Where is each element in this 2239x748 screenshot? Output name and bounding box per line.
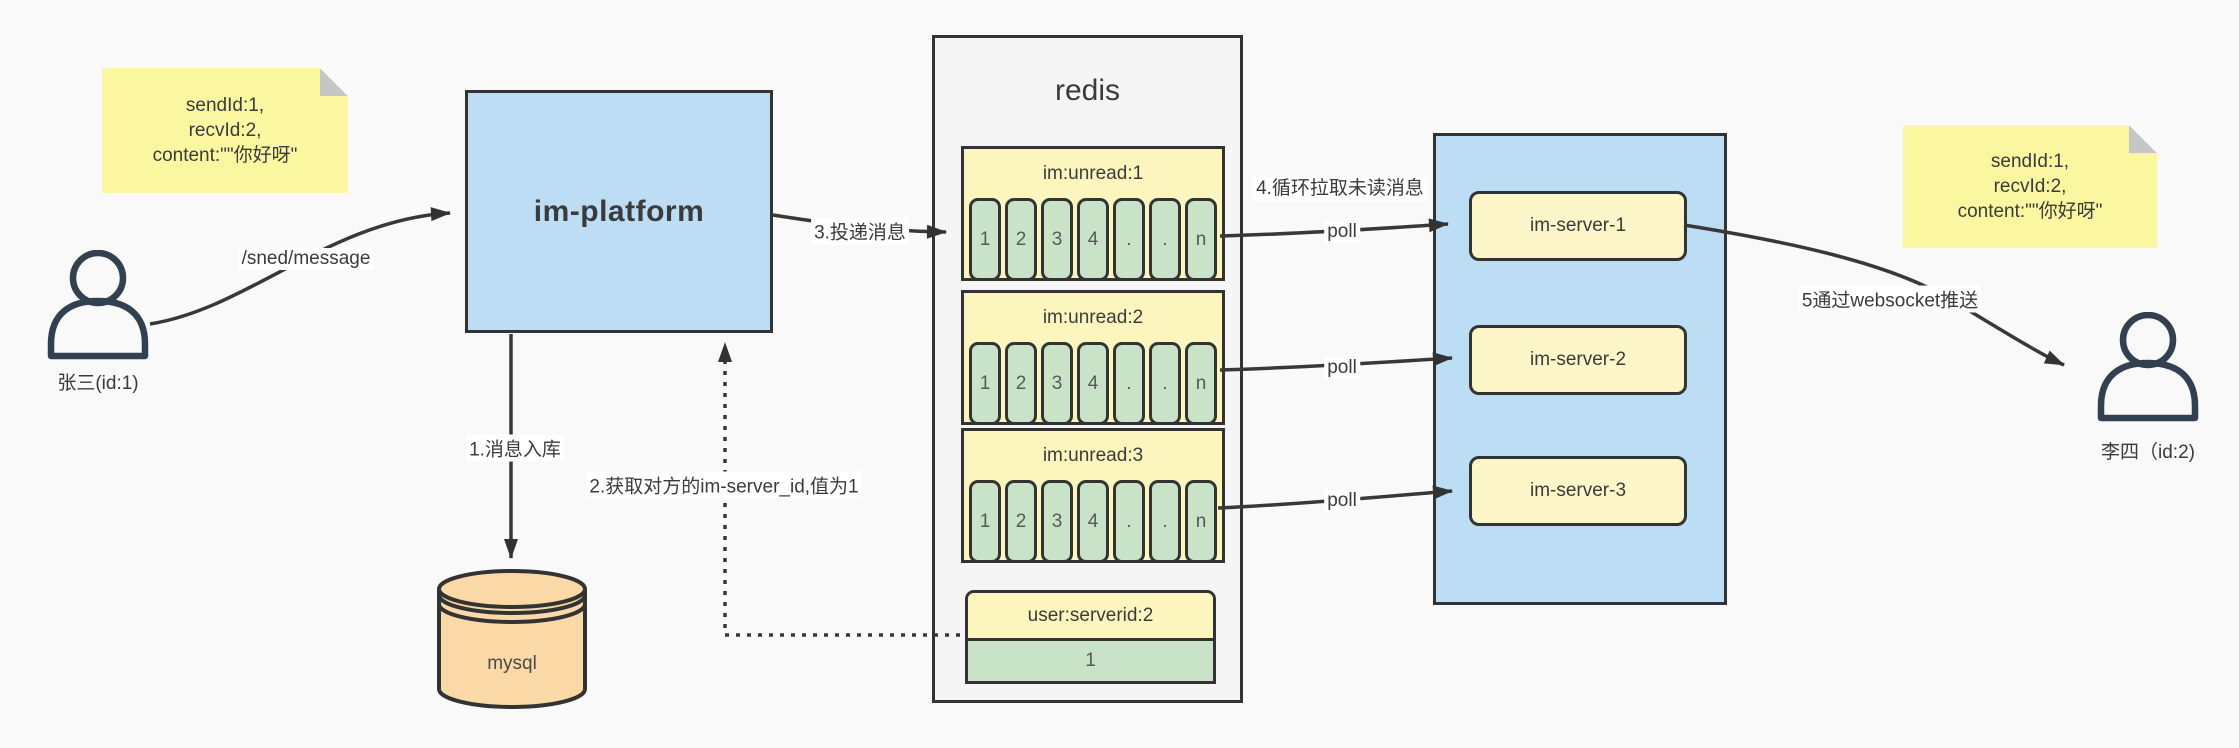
queue-cell: .	[1113, 198, 1145, 281]
im-server-2-label: im-server-2	[1529, 349, 1627, 370]
queue-name: im:unread:1	[1042, 162, 1144, 184]
queue-cell: n	[1185, 342, 1217, 425]
im-server-1-label: im-server-1	[1529, 215, 1627, 236]
sticky-note-push: sendId:1, recvId:2, content:""你好呀"	[1903, 125, 2157, 248]
im-server-3-label: im-server-3	[1529, 480, 1627, 501]
im-server-3-node: im-server-3	[1469, 456, 1687, 526]
note-fold-corner	[2129, 125, 2157, 153]
queue-im-unread-3: im:unread:3 1 2 3 4 . . n	[961, 428, 1225, 563]
queue-cell: .	[1149, 198, 1181, 281]
queue-name: im:unread:3	[1042, 444, 1144, 466]
kv-value: 1	[968, 641, 1213, 681]
queue-name: im:unread:2	[1042, 306, 1144, 328]
user-icon-sender	[47, 250, 149, 360]
edge-label-poll-3: poll	[1324, 490, 1360, 512]
queue-im-unread-1: im:unread:1 1 2 3 4 . . n	[961, 146, 1225, 281]
queue-cell: 3	[1041, 198, 1073, 281]
mysql-label: mysql	[487, 653, 537, 674]
im-platform-node: im-platform	[465, 90, 773, 333]
user-icon-receiver	[2097, 312, 2199, 422]
queue-cell: 1	[969, 342, 1001, 425]
queue-cell: n	[1185, 198, 1217, 281]
queue-im-unread-2: im:unread:2 1 2 3 4 . . n	[961, 290, 1225, 425]
note-line: sendId:1,	[1990, 151, 2070, 172]
queue-cell: .	[1113, 480, 1145, 563]
queue-cell: .	[1149, 342, 1181, 425]
kv-user-serverid: user:serverid:2 1	[965, 590, 1216, 684]
note-line: sendId:1,	[185, 95, 265, 116]
queue-cell: 1	[969, 480, 1001, 563]
edge-label-step1: 1.消息入库	[466, 434, 564, 462]
redis-container: redis im:unread:1 1 2 3 4 . . n im:unrea…	[932, 35, 1243, 703]
queue-cell: .	[1113, 342, 1145, 425]
redis-title: redis	[1054, 74, 1121, 107]
note-line: recvId:2,	[188, 120, 262, 141]
note-line: content:""你好呀"	[152, 145, 298, 166]
note-line: content:""你好呀"	[1957, 201, 2103, 222]
im-server-cluster: im-server-1 im-server-2 im-server-3	[1433, 133, 1727, 605]
edge-label-poll-1: poll	[1324, 221, 1360, 243]
queue-cell: n	[1185, 480, 1217, 563]
queue-cell: .	[1149, 480, 1181, 563]
queue-cell: 3	[1041, 342, 1073, 425]
note-fold-corner	[320, 68, 348, 96]
edge-label-poll-2: poll	[1324, 357, 1360, 379]
queue-cell: 4	[1077, 342, 1109, 425]
queue-cells: 1 2 3 4 . . n	[964, 342, 1222, 425]
im-server-1-node: im-server-1	[1469, 191, 1687, 261]
queue-cell: 4	[1077, 198, 1109, 281]
queue-cell: 2	[1005, 480, 1037, 563]
queue-cell: 2	[1005, 342, 1037, 425]
sender-label: 张三(id:1)	[57, 373, 139, 394]
kv-key: user:serverid:2	[968, 593, 1213, 641]
sticky-note-request: sendId:1, recvId:2, content:""你好呀"	[102, 68, 348, 193]
edge-label-step3: 3.投递消息	[811, 217, 909, 245]
queue-cells: 1 2 3 4 . . n	[964, 198, 1222, 281]
queue-cell: 4	[1077, 480, 1109, 563]
queue-cell: 1	[969, 198, 1001, 281]
queue-cell: 2	[1005, 198, 1037, 281]
im-platform-label: im-platform	[533, 194, 705, 228]
receiver-label: 李四（id:2)	[2101, 442, 2195, 463]
edge-label-step2: 2.获取对方的im-server_id,值为1	[586, 471, 862, 499]
database-cylinder-icon	[437, 569, 587, 709]
mysql-node: mysql	[435, 568, 589, 710]
edge-label-send-path: /sned/message	[238, 248, 374, 270]
edge-label-step5: 5通过websocket推送	[1798, 285, 1982, 313]
queue-cell: 3	[1041, 480, 1073, 563]
edge-label-step4: 4.循环拉取未读消息	[1252, 177, 1428, 201]
note-line: recvId:2,	[1993, 176, 2067, 197]
queue-cells: 1 2 3 4 . . n	[964, 480, 1222, 563]
im-server-2-node: im-server-2	[1469, 325, 1687, 395]
